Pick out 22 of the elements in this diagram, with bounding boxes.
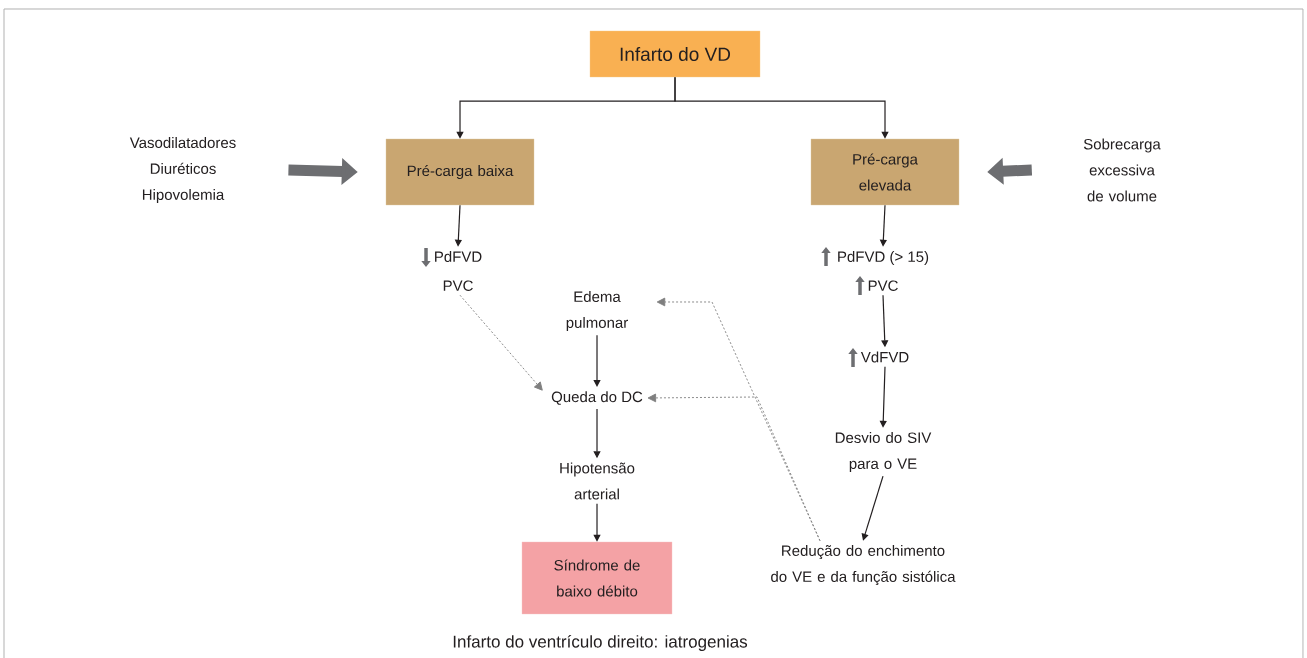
flow-text: VdFVD <box>860 351 909 363</box>
flow-text: Sobrecarga excessiva de volume <box>1083 138 1161 202</box>
arrow <box>674 76 889 139</box>
flow-text: Queda do DC <box>551 391 643 405</box>
flow-text: Vasodilatadores Diuréticos Hipovolemia <box>129 137 236 203</box>
title-box: Infarto do VD <box>589 30 761 78</box>
dashed-arrow <box>647 393 821 542</box>
flow-text: Redução do enchimento do VE e da função sistólica <box>771 544 956 585</box>
process-box: Pré-carga elevada <box>810 138 960 206</box>
flow-text: Hipotensão arterial <box>560 462 635 500</box>
caption: Infarto do ventrículo direito: iatrogenias <box>453 634 748 651</box>
flow-text: Edema pulmonar <box>566 291 628 331</box>
arrow <box>593 334 601 387</box>
outcome-box: Síndrome de baixo débito <box>521 541 673 615</box>
flow-text: Desvio do SIV para o VE <box>835 432 932 472</box>
flow-text: PdFVD (> 15) PVC <box>838 251 929 291</box>
dashed-arrow <box>459 294 543 391</box>
arrow <box>861 475 884 541</box>
flow-text: PdFVD PVC <box>435 251 482 291</box>
arrow <box>879 366 887 428</box>
process-box: Pré-carga baixa <box>385 138 535 206</box>
arrow <box>593 503 601 542</box>
